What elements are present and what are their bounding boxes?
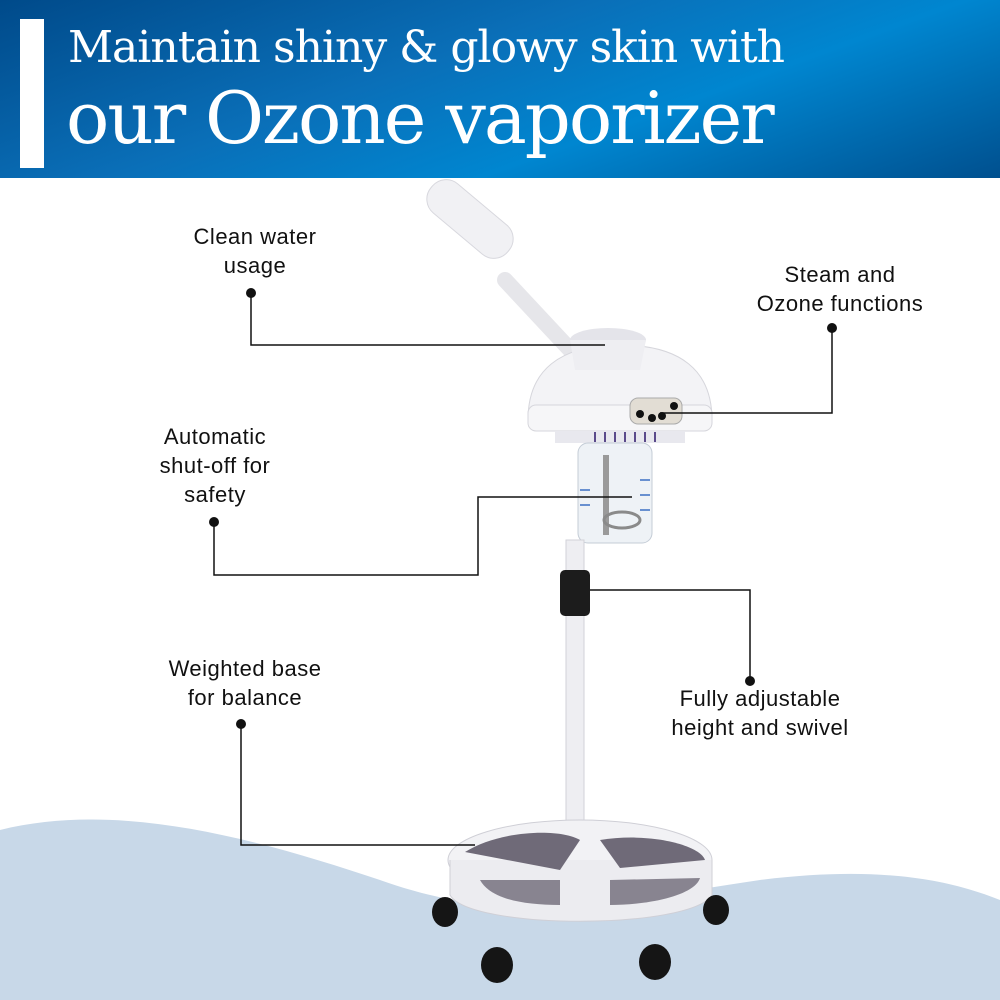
- callout-text: usage: [223, 253, 287, 278]
- callout-weighted-base: Weighted base for balance: [140, 654, 350, 712]
- callout-text: for balance: [187, 685, 303, 710]
- callout-clean-water: Clean water usage: [165, 222, 345, 280]
- headline-line2: our Ozone vaporizer: [66, 76, 775, 160]
- callout-adjustable: Fully adjustable height and swivel: [645, 684, 875, 742]
- callout-text: Clean water: [193, 224, 317, 249]
- callout-text: Fully adjustable: [679, 686, 841, 711]
- accent-bar: [20, 19, 44, 168]
- header-banner: Maintain shiny & glowy skin with our Ozo…: [0, 0, 1000, 178]
- callout-lines: [213, 293, 833, 846]
- callout-text: Weighted base: [168, 656, 322, 681]
- callout-text: safety: [184, 482, 246, 507]
- caster-wheels: [432, 895, 729, 983]
- height-adjust-collar: [560, 570, 590, 616]
- headline-line1: Maintain shiny & glowy skin with: [68, 22, 785, 73]
- callout-text: Steam and: [784, 262, 896, 287]
- water-jar: [577, 442, 653, 544]
- callout-text: height and swivel: [671, 715, 849, 740]
- callout-auto-shutoff: Automatic shut-off for safety: [130, 422, 300, 509]
- callout-text: Ozone functions: [756, 291, 924, 316]
- callout-dots: [209, 288, 837, 729]
- steamer-head: [527, 328, 713, 443]
- control-panel: [629, 397, 683, 425]
- weighted-base: [432, 819, 729, 983]
- steamer-arm: [426, 179, 583, 363]
- callout-steam-ozone: Steam and Ozone functions: [730, 260, 950, 318]
- callout-text: shut-off for: [159, 453, 271, 478]
- callout-text: Automatic: [163, 424, 267, 449]
